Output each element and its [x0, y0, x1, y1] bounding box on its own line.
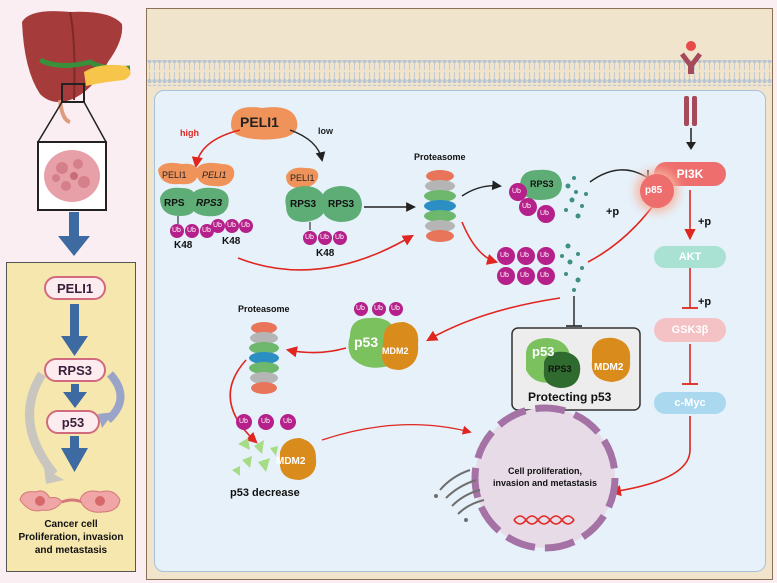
p53-decrease-label: p53 decrease: [230, 487, 300, 499]
ub-high-2: Ub: [187, 227, 196, 234]
p85-label: p85: [645, 185, 663, 196]
ub-dec-2: Ub: [261, 418, 270, 425]
ub-high-3: Ub: [202, 227, 211, 234]
peli1-top-label: PELI1: [240, 114, 279, 130]
p53-protect-label: p53: [532, 344, 555, 359]
ub-mid-1: Ub: [356, 305, 365, 312]
mdm2-protect-label: MDM2: [594, 362, 624, 373]
cmyc-node: c-Myc: [654, 392, 726, 414]
p53-mid-label: p53: [354, 334, 379, 350]
rps3-upper-label: RPS3: [530, 179, 554, 189]
k48-label-low: K48: [316, 248, 335, 259]
ub-high-5: Ub: [227, 222, 236, 229]
p85-node: [640, 174, 674, 208]
ub-upper-3: Ub: [540, 210, 549, 217]
ub-high-1: Ub: [172, 227, 181, 234]
nucleus-line-1: Cell proliferation,: [507, 466, 582, 476]
k48-label-high-1: K48: [174, 240, 193, 251]
ub-lower-3: Ub: [540, 252, 549, 259]
rps3-label-high-2: RPS3: [196, 198, 223, 209]
left-arrows: [25, 304, 125, 484]
ub-dec-3: Ub: [283, 418, 292, 425]
gsk3b-node: GSK3β: [654, 318, 726, 342]
receptor-icon: [680, 41, 702, 150]
nucleus-line-2: invasion and metastasis: [492, 478, 598, 488]
ub-dec-1: Ub: [239, 418, 248, 425]
left-node-p53: p53: [46, 410, 100, 434]
ub-lower-5: Ub: [520, 272, 529, 279]
left-node-rps3: RPS3: [44, 358, 106, 382]
branch-low-label: low: [318, 126, 333, 136]
rps-label-high-1: RPS: [164, 198, 185, 209]
peli1-small-1: PELI1: [162, 170, 187, 180]
ub-high-6: Ub: [241, 222, 250, 229]
left-node-peli1: PELI1: [44, 276, 106, 300]
ub-mid-2: Ub: [374, 305, 383, 312]
ub-lower-4: Ub: [500, 272, 509, 279]
plus-p-1: +p: [606, 206, 620, 218]
outcome-line-3: and metastasis: [34, 545, 108, 556]
rps3-label-low-1: RPS3: [290, 199, 317, 210]
akt-node: AKT: [654, 246, 726, 268]
ub-high-4: Ub: [213, 222, 222, 229]
ub-lower-6: Ub: [540, 272, 549, 279]
ub-low-1: Ub: [305, 234, 314, 241]
k48-label-high-2: K48: [222, 236, 241, 247]
ub-upper-2: Ub: [522, 203, 531, 210]
plus-p-3: +p: [698, 296, 712, 308]
down-arrow-icon: [58, 212, 90, 256]
ub-lower-1: Ub: [500, 252, 509, 259]
cell-membrane: [147, 60, 772, 86]
mdm2-mid-label: MDM2: [382, 346, 409, 356]
proteasome-label-1: Proteasome: [414, 152, 466, 162]
peli1-small-low: PELI1: [290, 173, 315, 183]
liver-illustration: [22, 11, 131, 211]
rps3-protect-label: RPS3: [548, 364, 572, 374]
ub-low-2: Ub: [320, 234, 329, 241]
plus-p-2: +p: [698, 216, 712, 228]
ub-upper-1: Ub: [512, 188, 521, 195]
protecting-p53-label: Protecting p53: [528, 390, 612, 404]
ub-low-3: Ub: [335, 234, 344, 241]
cancer-cells-illustration: [19, 490, 121, 513]
proteasome-label-2: Proteasome: [238, 304, 290, 314]
mdm2-dec-label: MDM2: [276, 456, 306, 467]
branch-high-label: high: [180, 128, 199, 138]
ub-mid-3: Ub: [391, 305, 400, 312]
rps3-label-low-2: RPS3: [328, 199, 355, 210]
outcome-line-1: Cancer cell: [44, 519, 98, 530]
ub-lower-2: Ub: [520, 252, 529, 259]
peli1-small-2: PELI1: [202, 170, 227, 180]
outcome-line-2: Proliferation, invasion: [18, 532, 124, 543]
